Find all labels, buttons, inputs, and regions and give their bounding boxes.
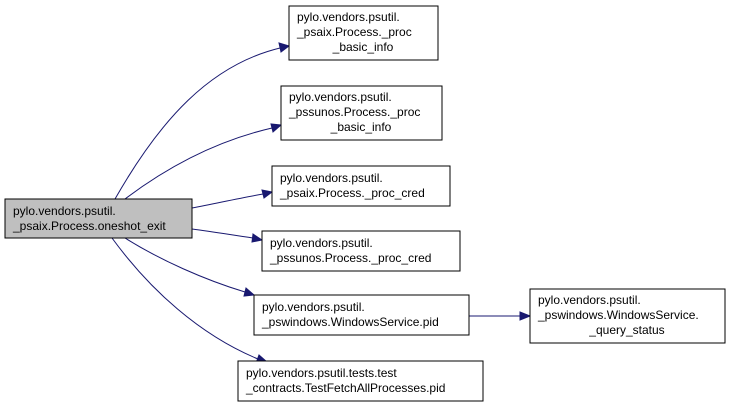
edge-arrow-root-to-n1 <box>278 42 291 53</box>
node-n2-line-1: pylo.vendors.psutil. <box>289 90 392 104</box>
edge-root-to-n2 <box>124 127 273 200</box>
edge-arrow-root-to-n4 <box>251 233 264 243</box>
node-n7-line-1: pylo.vendors.psutil. <box>538 293 641 307</box>
node-n3[interactable]: pylo.vendors.psutil. _psaix.Process._pro… <box>271 165 451 207</box>
edge-root-to-n5 <box>124 237 246 293</box>
node-n1-line-3: _basic_info <box>332 40 394 54</box>
node-root-line-2: _psaix.Process.oneshot_exit <box>12 219 166 233</box>
nodes-layer: pylo.vendors.psutil. _psaix.Process.ones… <box>4 5 726 402</box>
edge-root-to-n3 <box>191 193 264 209</box>
node-n4-line-1: pylo.vendors.psutil. <box>270 236 373 250</box>
node-n7[interactable]: pylo.vendors.psutil. _pswindows.WindowsS… <box>529 288 726 344</box>
edge-arrow-root-to-n3 <box>261 189 274 199</box>
node-n5[interactable]: pylo.vendors.psutil. _pswindows.WindowsS… <box>253 294 470 336</box>
node-n7-line-2: _pswindows.WindowsService. <box>537 308 699 322</box>
edge-root-to-n1 <box>114 47 281 200</box>
node-n4[interactable]: pylo.vendors.psutil. _pssunos.Process._p… <box>261 230 461 272</box>
node-n5-line-2: _pswindows.WindowsService.pid <box>261 315 439 329</box>
node-root[interactable]: pylo.vendors.psutil. _psaix.Process.ones… <box>4 198 193 239</box>
node-n6[interactable]: pylo.vendors.psutil.tests.test _contract… <box>237 360 484 402</box>
node-root-line-1: pylo.vendors.psutil. <box>13 204 116 218</box>
node-n6-line-2: _contracts.TestFetchAllProcesses.pid <box>245 381 445 395</box>
node-n1-line-1: pylo.vendors.psutil. <box>297 10 400 24</box>
edge-root-to-n6 <box>111 237 259 360</box>
node-n3-line-1: pylo.vendors.psutil. <box>280 171 383 185</box>
node-n5-line-1: pylo.vendors.psutil. <box>262 300 365 314</box>
edge-arrow-root-to-n5 <box>243 287 256 297</box>
edge-arrow-n5-to-n7 <box>519 311 532 321</box>
node-n2-line-2: _pssunos.Process._proc <box>288 105 420 119</box>
node-n6-line-1: pylo.vendors.psutil.tests.test <box>246 366 397 380</box>
node-n1[interactable]: pylo.vendors.psutil. _psaix.Process._pro… <box>288 5 439 61</box>
node-n3-line-2: _psaix.Process._proc_cred <box>279 186 425 200</box>
edges-layer <box>111 42 532 364</box>
edge-arrow-root-to-n2 <box>270 123 283 133</box>
node-n2[interactable]: pylo.vendors.psutil. _pssunos.Process._p… <box>280 85 443 141</box>
edge-root-to-n4 <box>191 228 254 239</box>
node-n1-line-2: _psaix.Process._proc <box>296 25 412 39</box>
node-n4-line-2: _pssunos.Process._proc_cred <box>269 251 431 265</box>
node-n2-line-3: _basic_info <box>330 120 392 134</box>
node-n7-line-3: _query_status <box>588 323 664 337</box>
